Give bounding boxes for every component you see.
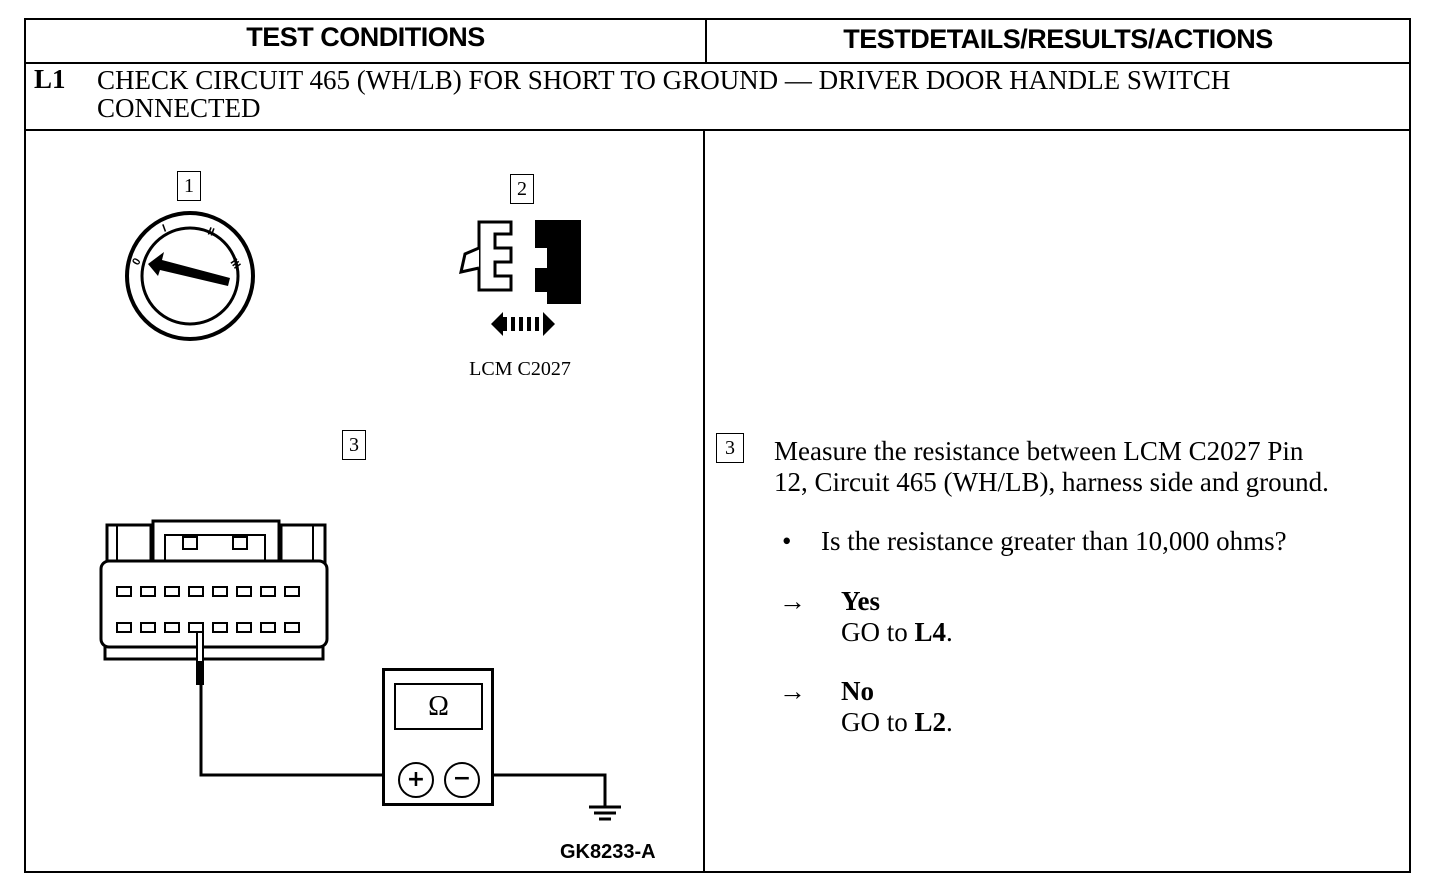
yes-arrow-icon: →	[779, 586, 806, 616]
no-label: No	[841, 676, 874, 706]
header-test-details: TESTDETAILS/RESULTS/ACTIONS	[843, 24, 1273, 54]
no-block: No GO to L2.	[841, 676, 953, 738]
body-column-divider	[703, 131, 705, 873]
disconnect-connector-icon	[459, 220, 581, 336]
ohmmeter-icon: Ω + −	[382, 668, 494, 806]
callout-2: 2	[510, 174, 534, 204]
instruction-text: Measure the resistance between LCM C2027…	[774, 436, 1329, 498]
instruction-line-2: 12, Circuit 465 (WH/LB), harness side an…	[774, 467, 1329, 497]
question-text: Is the resistance greater than 10,000 oh…	[821, 526, 1287, 556]
svg-text:III: III	[228, 257, 243, 271]
svg-text:0: 0	[130, 256, 143, 267]
connector-label: LCM C2027	[469, 358, 571, 380]
yes-target-link: L4	[914, 617, 947, 647]
ignition-switch-off-icon: 0 I II III	[125, 211, 255, 341]
bullet-icon: •	[782, 526, 792, 556]
no-action: GO to L2.	[841, 707, 953, 737]
meter-minus-terminal: −	[444, 762, 480, 798]
meter-display: Ω	[394, 683, 483, 730]
meter-plus-terminal: +	[398, 762, 434, 798]
yes-action: GO to L4.	[841, 617, 953, 647]
details-callout-3: 3	[716, 433, 744, 463]
header-column-divider	[705, 18, 707, 62]
callout-3: 3	[342, 430, 366, 460]
step-title-line-1: CHECK CIRCUIT 465 (WH/LB) FOR SHORT TO G…	[97, 65, 1231, 95]
figure-id: GK8233-A	[560, 841, 656, 863]
connector-meter-diagram	[99, 519, 621, 821]
header-divider	[24, 62, 1411, 64]
header-test-conditions: TEST CONDITIONS	[246, 22, 485, 52]
svg-text:I: I	[161, 222, 168, 234]
yes-block: Yes GO to L4.	[841, 586, 953, 648]
step-id: L1	[34, 64, 66, 94]
instruction-line-1: Measure the resistance between LCM C2027…	[774, 436, 1304, 466]
no-arrow-icon: →	[779, 676, 806, 706]
yes-label: Yes	[841, 586, 880, 616]
svg-text:II: II	[206, 226, 216, 239]
step-divider	[24, 129, 1411, 131]
step-title: CHECK CIRCUIT 465 (WH/LB) FOR SHORT TO G…	[97, 66, 1230, 122]
table-frame	[24, 18, 1411, 873]
no-target-link: L2	[914, 707, 947, 737]
step-title-line-2: CONNECTED	[97, 93, 261, 123]
callout-1: 1	[177, 171, 201, 201]
